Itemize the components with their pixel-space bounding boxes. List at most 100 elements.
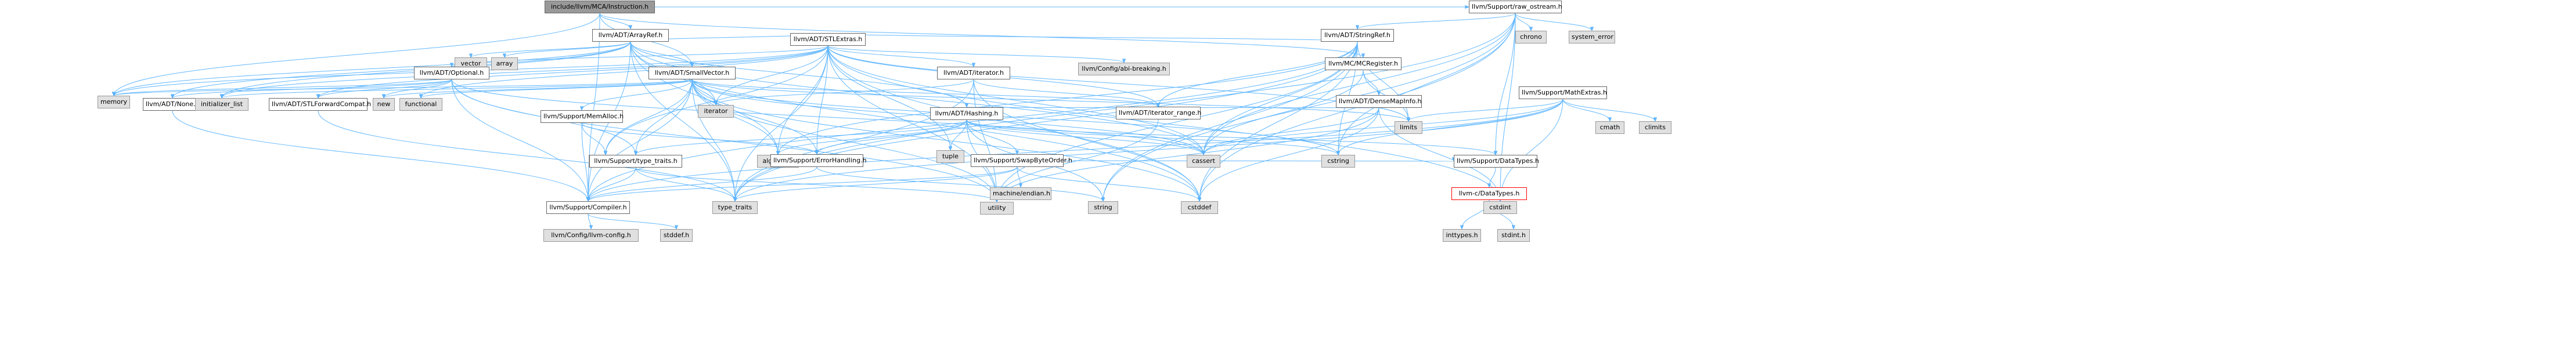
node-densemapinfo[interactable]: llvm/ADT/DenseMapInfo.h — [1336, 95, 1422, 108]
edge-swapbyteorder-to-type-traits — [735, 166, 1018, 201]
edge-optional-to-stlforward — [318, 79, 452, 98]
edge-raw-ostream-to-chrono — [1515, 13, 1531, 31]
edge-smallvector-to-algorithm — [691, 79, 778, 155]
edge-adt-iterator-to-type-traits — [735, 79, 974, 201]
node-string[interactable]: string — [1088, 201, 1118, 214]
node-smallvector[interactable]: llvm/ADT/SmallVector.h — [648, 67, 736, 79]
edge-stlextras-to-functional — [421, 45, 828, 98]
edge-optional-to-cassert — [451, 79, 1204, 155]
node-tuple[interactable]: tuple — [936, 150, 964, 163]
edge-mcregister-to-cassert — [1204, 70, 1364, 155]
edge-mathextras-to-cstdint — [1500, 99, 1563, 201]
node-new[interactable]: new — [373, 98, 395, 111]
edge-stringref-to-limits — [1357, 41, 1408, 121]
edge-stringref-to-iter-range — [1158, 41, 1358, 107]
node-compiler[interactable]: llvm/Support/Compiler.h — [546, 201, 630, 214]
node-adt-iterator[interactable]: llvm/ADT/iterator.h — [937, 67, 1010, 79]
node-cmath[interactable]: cmath — [1595, 121, 1624, 134]
edge-mathextras-to-cmath — [1562, 99, 1610, 121]
node-stlforward[interactable]: llvm/ADT/STLForwardCompat.h — [269, 98, 371, 111]
node-type-traits[interactable]: type_traits — [712, 201, 758, 214]
edge-stlextras-to-type-traits — [735, 45, 828, 201]
node-iterator-std[interactable]: iterator — [698, 105, 734, 118]
edge-smallvector-to-compiler — [588, 79, 693, 201]
node-climits[interactable]: climits — [1639, 121, 1671, 134]
edge-densemapinfo-to-cassert — [1204, 107, 1379, 155]
node-chrono[interactable]: chrono — [1515, 31, 1547, 43]
node-system-error[interactable]: system_error — [1569, 31, 1615, 43]
edge-arrayref-to-memory — [114, 41, 631, 96]
edge-optional-to-none — [172, 79, 452, 98]
node-init-list[interactable]: initializer_list — [195, 98, 248, 111]
edge-arrayref-to-type-traits — [630, 41, 735, 201]
node-functional[interactable]: functional — [399, 98, 442, 111]
edge-hashing-to-swapbyteorder — [966, 119, 1017, 154]
edge-optional-to-compiler — [451, 79, 588, 201]
edge-hashing-to-cassert — [966, 119, 1204, 155]
edge-smallvector-to-cstdlib — [606, 79, 693, 155]
node-limits[interactable]: limits — [1395, 121, 1422, 134]
edge-arrayref-to-algorithm — [630, 41, 778, 155]
edge-smallvector-to-errorhandling — [691, 79, 817, 154]
node-arrayref[interactable]: llvm/ADT/ArrayRef.h — [592, 29, 669, 42]
node-llvm-config[interactable]: llvm/Config/llvm-config.h — [543, 229, 639, 242]
edge-stringref-to-string — [1103, 41, 1358, 201]
edge-raw-ostream-to-datatypes-llvm — [1496, 13, 1516, 155]
node-cstring[interactable]: cstring — [1321, 155, 1355, 168]
edge-mathextras-to-compiler — [588, 99, 1563, 201]
node-errorhandling[interactable]: llvm/Support/ErrorHandling.h — [770, 154, 867, 167]
edge-errorhandling-to-compiler — [588, 166, 817, 201]
node-stddef[interactable]: stddef.h — [660, 229, 693, 242]
node-none[interactable]: llvm/ADT/None.h — [143, 98, 202, 111]
node-datatypes-c[interactable]: llvm-c/DataTypes.h — [1451, 187, 1527, 200]
edge-swapbyteorder-to-compiler — [588, 166, 1018, 201]
edge-stringref-to-compiler — [588, 41, 1358, 201]
node-array[interactable]: array — [491, 57, 518, 70]
node-mcregister[interactable]: llvm/MC/MCRegister.h — [1325, 57, 1402, 70]
node-root[interactable]: include/llvm/MCA/Instruction.h — [545, 1, 655, 13]
node-cassert[interactable]: cassert — [1187, 155, 1220, 168]
edge-smallvector-to-iter-range — [691, 79, 1158, 107]
edge-mathextras-to-type-traits — [735, 99, 1563, 201]
node-raw-ostream[interactable]: llvm/Support/raw_ostream.h — [1469, 1, 1562, 13]
edge-optional-to-new — [384, 79, 452, 98]
edge-memalloc-to-cstdlib — [581, 122, 606, 155]
edge-typetraits-llvm-to-compiler — [588, 167, 636, 201]
edge-stringref-to-stlextras — [828, 33, 1358, 42]
node-optional[interactable]: llvm/ADT/Optional.h — [414, 67, 489, 79]
node-stdint[interactable]: stdint.h — [1497, 229, 1530, 242]
node-iter-range[interactable]: llvm/ADT/iterator_range.h — [1116, 107, 1201, 119]
node-stringref[interactable]: llvm/ADT/StringRef.h — [1321, 29, 1394, 42]
edge-memalloc-to-errorhandling — [581, 122, 817, 154]
edge-root-to-mcregister — [599, 13, 1363, 57]
node-cstddef[interactable]: cstddef — [1181, 201, 1218, 214]
node-inttypes[interactable]: inttypes.h — [1443, 229, 1481, 242]
node-machine-endian[interactable]: machine/endian.h — [990, 187, 1051, 200]
edge-smallvector-to-typetraits-llvm — [636, 79, 693, 155]
node-utility[interactable]: utility — [980, 202, 1014, 215]
node-stlextras[interactable]: llvm/ADT/STLExtras.h — [790, 33, 866, 46]
edge-smallvector-to-cstddef — [691, 79, 1199, 201]
node-cstdint[interactable]: cstdint — [1483, 201, 1517, 214]
node-abi-breaking[interactable]: llvm/Config/abi-breaking.h — [1078, 63, 1170, 75]
edge-hashing-to-cstring — [966, 119, 1338, 155]
edge-stlextras-to-cassert — [827, 45, 1204, 155]
edge-arrayref-to-smallvector — [630, 41, 692, 67]
node-hashing[interactable]: llvm/ADT/Hashing.h — [930, 107, 1003, 120]
node-memory[interactable]: memory — [98, 96, 130, 108]
edge-densemapinfo-to-cstddef — [1199, 107, 1379, 201]
edge-hashing-to-algorithm — [778, 119, 967, 155]
edge-smallvector-to-new — [384, 79, 693, 98]
node-typetraits-llvm[interactable]: llvm/Support/type_traits.h — [589, 155, 682, 168]
node-swapbyteorder[interactable]: llvm/Support/SwapByteOrder.h — [971, 154, 1072, 167]
edge-typetraits-llvm-to-type-traits — [635, 167, 735, 201]
edge-hashing-to-errorhandling — [817, 119, 967, 154]
node-memalloc[interactable]: llvm/Support/MemAlloc.h — [541, 110, 624, 123]
node-mathextras[interactable]: llvm/Support/MathExtras.h — [1519, 86, 1607, 99]
edge-hashing-to-datatypes-llvm — [966, 119, 1496, 155]
node-datatypes-llvm[interactable]: llvm/Support/DataTypes.h — [1454, 155, 1539, 168]
edge-optional-to-utility — [451, 79, 997, 202]
edge-smallvector-to-type-traits — [691, 79, 735, 201]
edge-stlextras-to-utility — [827, 45, 997, 202]
